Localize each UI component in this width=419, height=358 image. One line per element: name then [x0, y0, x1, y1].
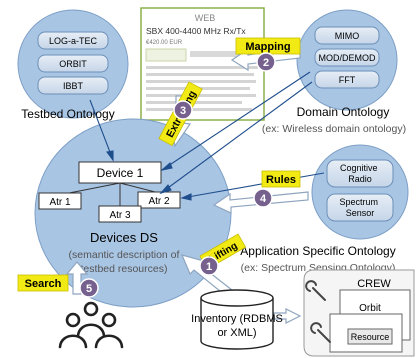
devices-ds-desc-line1: (semantic description of — [69, 249, 180, 261]
testbed-item-logatec: LOG-a-TEC — [49, 36, 98, 46]
domain-item-box — [314, 70, 380, 89]
devices-ds-desc-line2: testbed resources) — [81, 263, 168, 275]
step-badge-5 — [79, 278, 99, 298]
devices-ds-title: Devices DS — [90, 230, 158, 245]
resource-card — [347, 328, 393, 345]
step-badge-4 — [253, 188, 273, 208]
user-head — [83, 301, 99, 317]
device-label: Device 1 — [97, 166, 144, 180]
domain-ontology-title: Domain Ontology — [297, 105, 390, 119]
database-body — [200, 298, 274, 350]
wrench-shape — [305, 280, 326, 301]
domain-item-mimo: MIMO — [335, 31, 360, 41]
search-label: Search — [25, 278, 62, 290]
testbed-to-device-link — [89, 99, 114, 161]
testbed-item-box — [37, 54, 109, 73]
rules-label-bg — [261, 170, 301, 188]
user-body — [58, 334, 88, 349]
inventory-line1: Inventory (RDBMS — [191, 313, 283, 325]
application-ontology-circle — [311, 144, 409, 240]
application-ontology: Cognitive Radio Spectrum Sensor Applicat… — [240, 144, 409, 274]
attribute-box — [137, 191, 181, 209]
inventory-line2: or XML) — [217, 327, 256, 339]
web-text-line — [146, 73, 254, 76]
user-head — [65, 312, 81, 328]
web-price: €420.00 EUR — [146, 40, 183, 46]
attribute-3: Atr 3 — [109, 210, 131, 221]
web-title: WEB — [195, 13, 216, 23]
inventory-crew-arrow — [273, 308, 302, 324]
resource-label: Resource — [351, 332, 390, 342]
testbed-ontology: LOG-a-TEC ORBIT IBBT Testbed Ontology — [17, 9, 129, 121]
user-head — [101, 312, 117, 328]
orbit-title: Orbit — [359, 303, 381, 314]
attribute-1: Atr 1 — [49, 197, 71, 208]
step-number-2: 2 — [263, 57, 269, 69]
web-text-line — [190, 51, 252, 57]
attribute-box — [98, 205, 142, 223]
link-arrowhead — [106, 150, 114, 162]
testbed-item-orbit: ORBIT — [59, 59, 87, 69]
web-text-line — [146, 80, 256, 83]
link-arrowhead — [180, 193, 192, 201]
search-label-bg — [17, 274, 69, 292]
database-top — [200, 289, 274, 307]
testbed-item-box — [37, 31, 109, 50]
domain-ontology-subtitle: (ex: Wireless domain ontology) — [262, 123, 406, 135]
attribute-2: Atr 2 — [148, 196, 170, 207]
step-number-5: 5 — [86, 283, 92, 295]
web-product: SBX 400-4400 MHz Rx/Tx — [146, 26, 246, 36]
app-item-cognitive-radio: Cognitive Radio — [340, 163, 380, 184]
step-badge-1 — [199, 256, 219, 276]
ontology-links — [89, 71, 325, 201]
step-badge-3 — [173, 100, 193, 120]
mapping-step: Mapping — [235, 37, 301, 55]
attribute-box — [38, 192, 82, 210]
domain-item-moddemod: MOD/DEMOD — [319, 53, 376, 63]
step-number-4: 4 — [260, 193, 267, 205]
link-arrowhead — [159, 184, 172, 195]
link-arrowhead — [160, 162, 173, 171]
devices-ds: Device 1 Atr 1 Atr 2 Atr 3 Devices DS (s… — [34, 118, 232, 308]
web-text-line — [146, 66, 258, 69]
rules-label: Rules — [266, 174, 296, 186]
device-attr-connector — [119, 182, 160, 194]
mimo-to-device-link — [161, 71, 311, 171]
database-icon: Inventory (RDBMS or XML) — [191, 289, 283, 350]
step-number-3: 3 — [180, 105, 186, 117]
crew-title: CREW — [357, 278, 391, 290]
domain-item-fft: FFT — [339, 75, 356, 85]
wrench-shape — [310, 322, 331, 343]
wrench-icon — [305, 280, 331, 343]
crew-testbed: CREW Orbit Resource — [303, 269, 415, 357]
testbed-ontology-title: Testbed Ontology — [21, 107, 114, 121]
testbed-item-ibbt: IBBT — [63, 81, 84, 91]
users-icon — [58, 301, 124, 349]
fft-to-attr2-link — [160, 81, 313, 194]
app-item-box — [326, 159, 394, 188]
web-text-line — [146, 94, 256, 97]
web-text-line — [146, 108, 252, 111]
step-badges: 1 2 3 4 5 — [79, 52, 276, 298]
app-item-box — [326, 193, 394, 222]
domain-item-box — [314, 26, 380, 45]
user-body — [94, 334, 124, 349]
domain-ontology: MIMO MOD/DEMOD FFT Domain Ontology (ex: … — [262, 9, 406, 135]
step-badge-2 — [256, 52, 276, 72]
mapping-label: Mapping — [245, 41, 290, 53]
app-item-spectrum-sensor: Spectrum Sensor — [339, 197, 380, 218]
user-body — [76, 323, 106, 338]
web-thumbnail — [145, 48, 187, 62]
search-step: Search — [17, 274, 69, 292]
domain-item-box — [314, 48, 380, 67]
step-number-1: 1 — [206, 261, 212, 273]
testbed-item-box — [37, 76, 109, 95]
application-ontology-title: Application Specific Ontology — [240, 244, 395, 258]
rules-step: Rules — [261, 170, 301, 188]
